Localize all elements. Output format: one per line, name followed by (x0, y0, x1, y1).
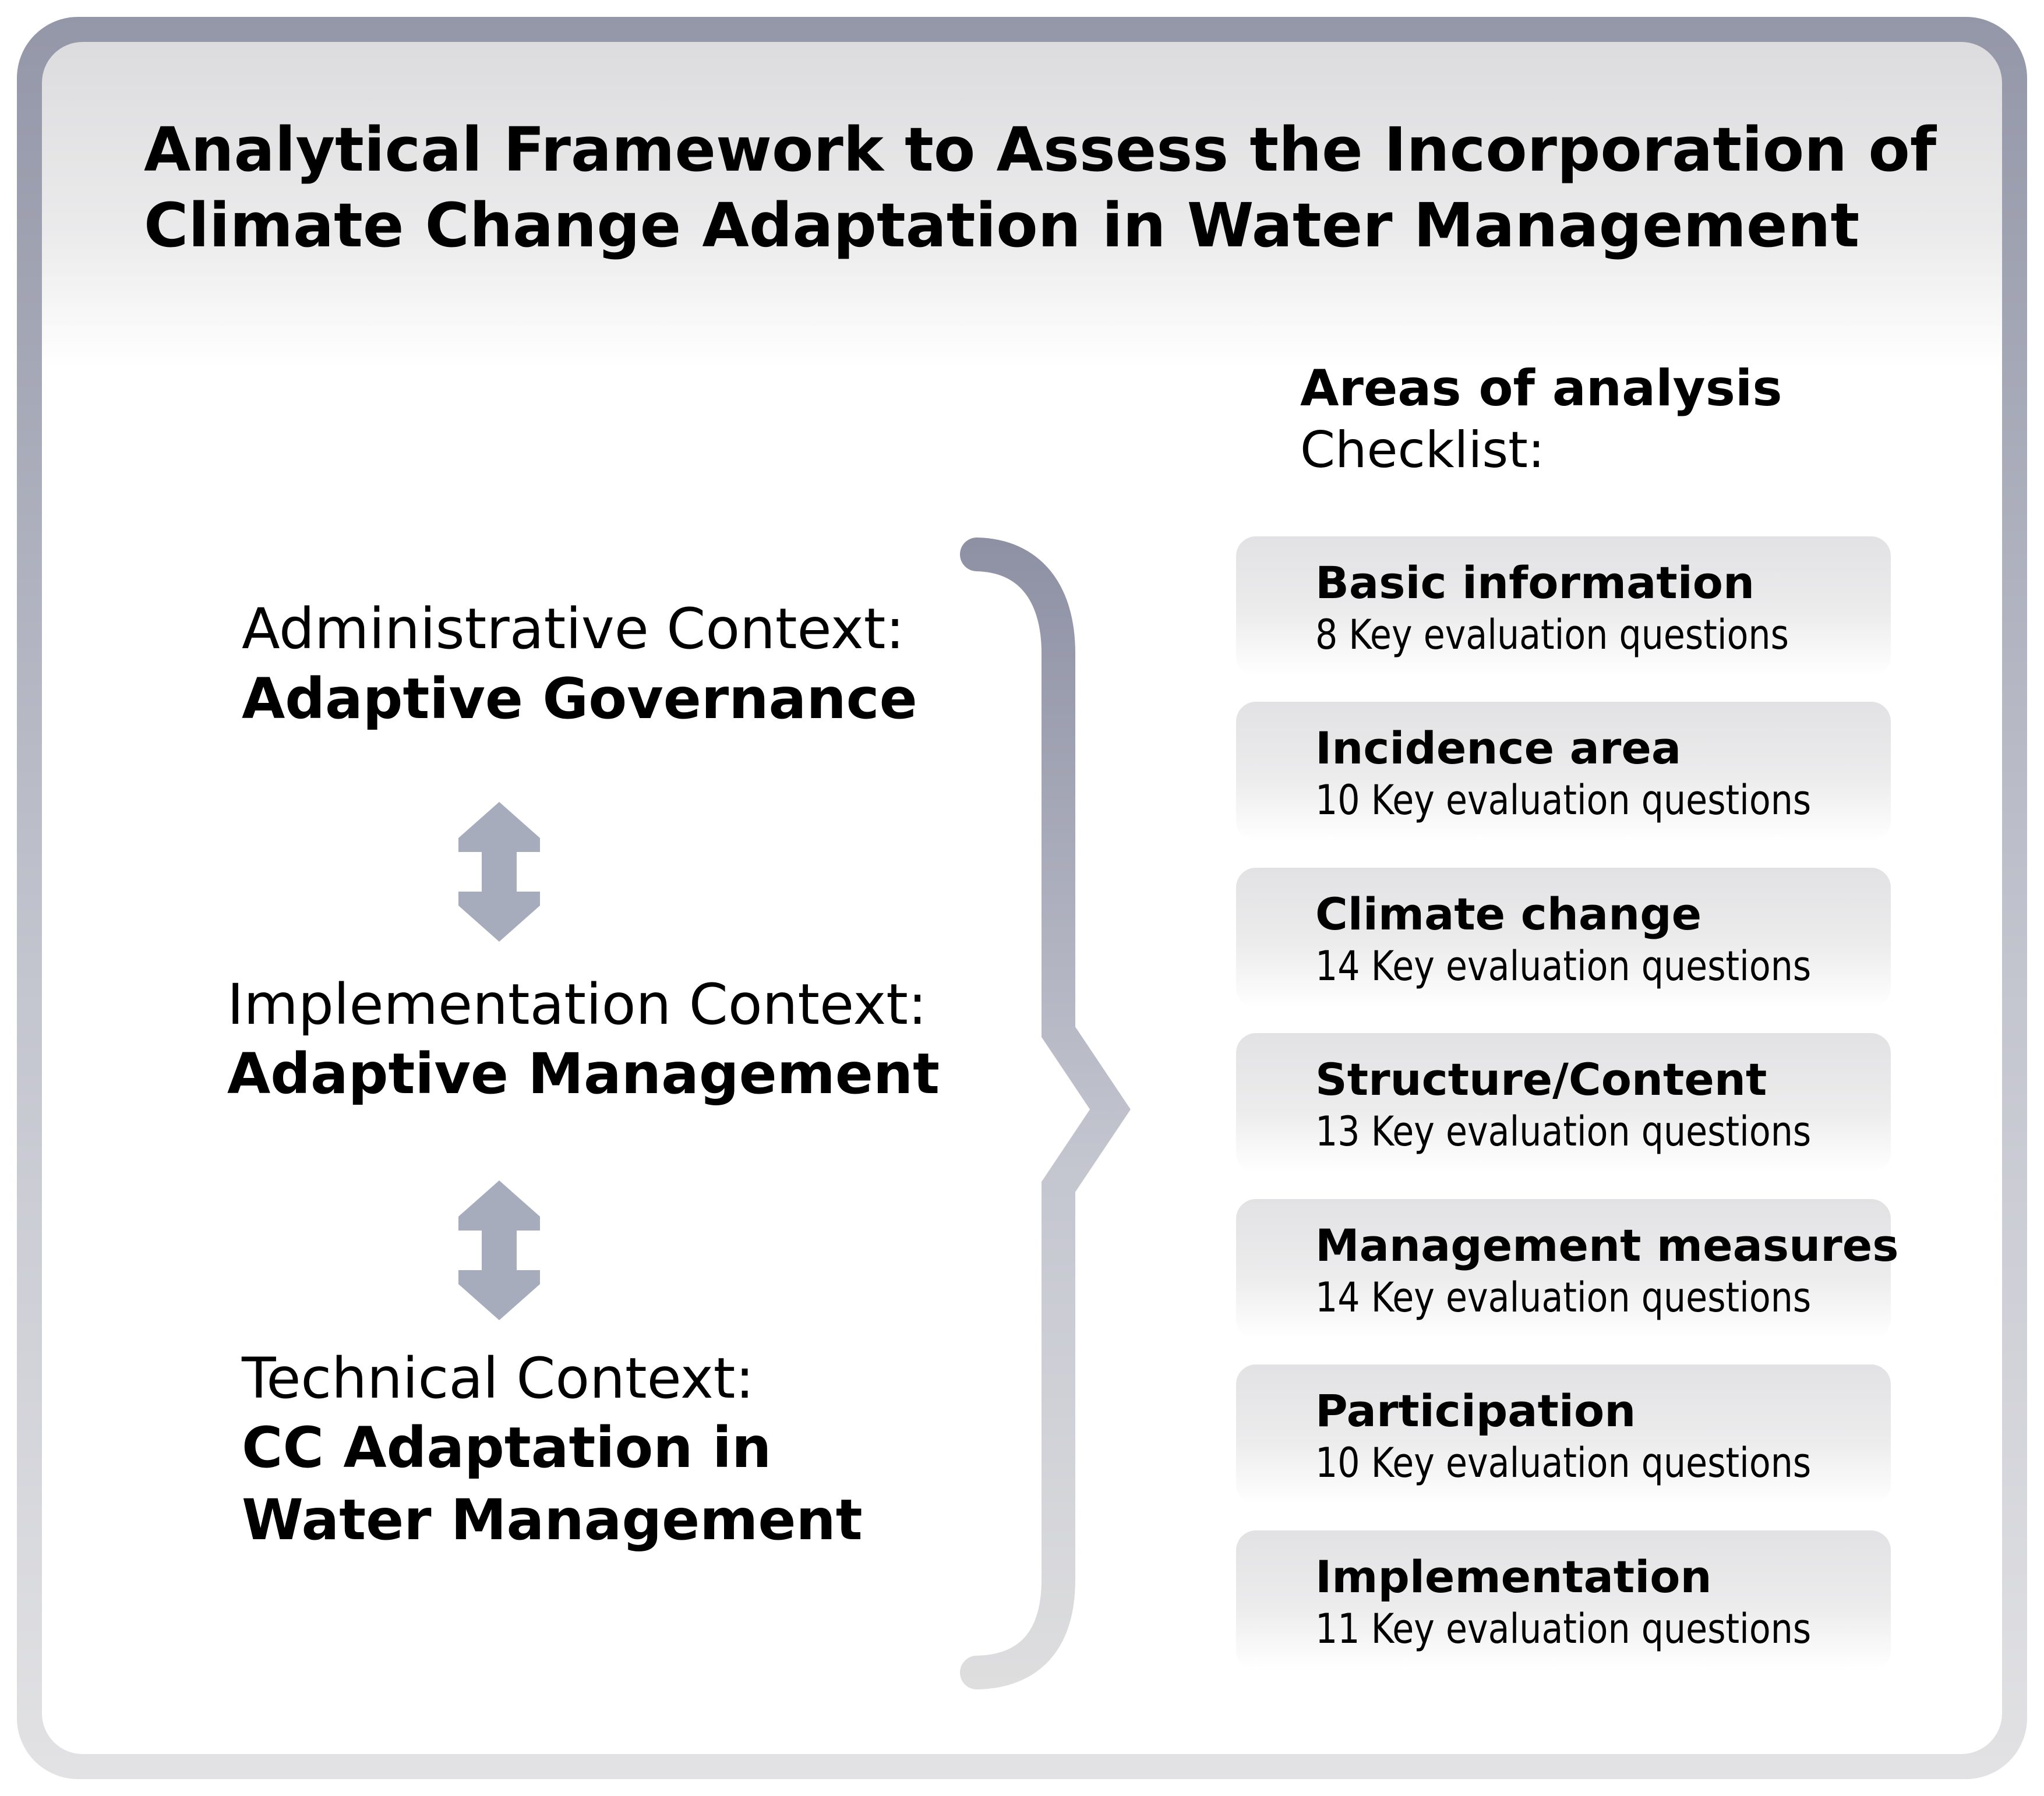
area-card-detail: 13 Key evaluation questions (1315, 1108, 1812, 1155)
double-arrow-icon (458, 802, 540, 942)
title-line-1: Analytical Framework to Assess the Incor… (144, 114, 1937, 185)
context-technical-value-line-2: Water Management (242, 1487, 863, 1553)
area-card-climate-change: Climate change 14 Key evaluation questio… (1236, 868, 1891, 1007)
area-card-title: Basic information (1315, 557, 1755, 609)
area-card-detail: 10 Key evaluation questions (1315, 776, 1812, 824)
area-card-title: Incidence area (1315, 722, 1682, 774)
context-implementation-label: Implementation Context: (227, 972, 927, 1037)
double-arrow-icon (458, 1180, 540, 1320)
outer-frame: Analytical Framework to Assess the Incor… (17, 17, 2027, 1779)
area-card-title: Climate change (1315, 888, 1702, 940)
context-technical-value-line-1: CC Adaptation in (242, 1415, 772, 1480)
area-card-detail: 8 Key evaluation questions (1315, 611, 1789, 659)
area-card-title: Participation (1315, 1385, 1636, 1437)
context-administrative-label: Administrative Context: (242, 596, 905, 662)
area-card-title: Management measures (1315, 1219, 1899, 1271)
area-card-detail: 11 Key evaluation questions (1315, 1605, 1812, 1653)
area-card-incidence-area: Incidence area 10 Key evaluation questio… (1236, 702, 1891, 842)
areas-subheading: Checklist: (1300, 421, 1545, 479)
context-implementation-value: Adaptive Management (227, 1041, 940, 1106)
area-card-detail: 10 Key evaluation questions (1315, 1439, 1812, 1487)
title-line-2: Climate Change Adaptation in Water Manag… (144, 190, 1860, 261)
area-card-participation: Participation 10 Key evaluation question… (1236, 1364, 1891, 1504)
diagram-title: Analytical Framework to Assess the Incor… (144, 112, 1950, 263)
area-card-title: Implementation (1315, 1551, 1712, 1603)
context-technical-label: Technical Context: (242, 1346, 754, 1411)
area-card-basic-information: Basic information 8 Key evaluation quest… (1236, 536, 1891, 676)
areas-heading: Areas of analysis (1300, 359, 1782, 418)
area-card-title: Structure/Content (1315, 1053, 1767, 1105)
area-card-management-measures: Management measures 14 Key evaluation qu… (1236, 1199, 1899, 1339)
area-card-structure-content: Structure/Content 13 Key evaluation ques… (1236, 1033, 1891, 1173)
area-card-detail: 14 Key evaluation questions (1315, 942, 1812, 990)
context-administrative-value: Adaptive Governance (242, 666, 917, 731)
area-card-implementation: Implementation 11 Key evaluation questio… (1236, 1530, 1891, 1670)
diagram-panel: Analytical Framework to Assess the Incor… (42, 42, 2002, 1754)
area-card-detail: 14 Key evaluation questions (1315, 1274, 1812, 1321)
